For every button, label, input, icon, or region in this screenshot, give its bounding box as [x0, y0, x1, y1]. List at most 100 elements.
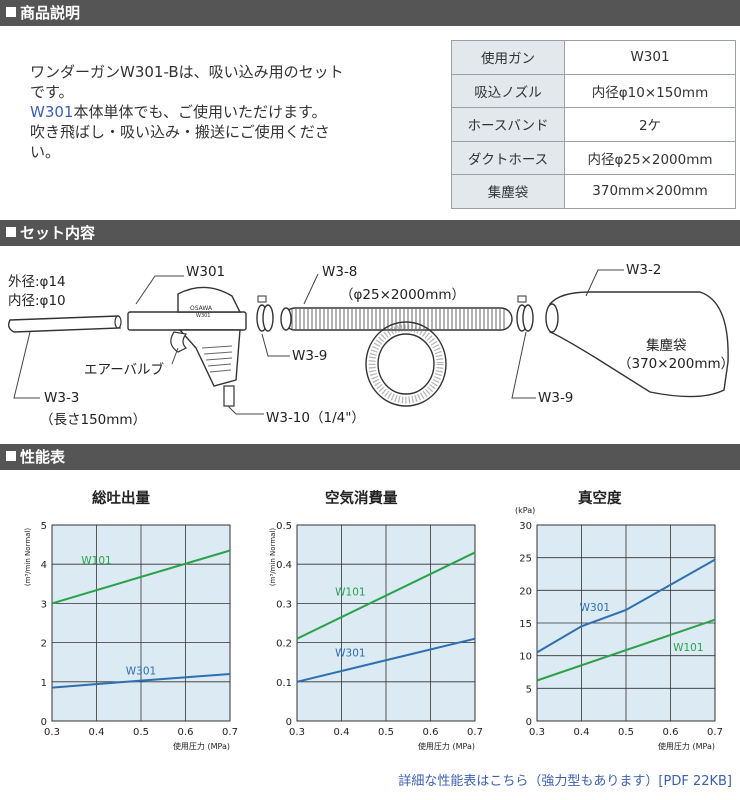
x-tick-label: 0.7 — [222, 727, 238, 738]
y-tick-label: 0.5 — [276, 521, 292, 532]
series-line-w101 — [51, 549, 231, 605]
gun-w301: OSAWA W301 — [127, 286, 247, 407]
square-bullet-icon — [6, 7, 16, 17]
spec-value: 370mm×200mm — [564, 174, 736, 209]
description-text: 本体単体でも、ご使用いただけます。 — [73, 103, 327, 121]
w301-link[interactable]: W301 — [30, 103, 74, 121]
series-line-w101 — [296, 551, 476, 640]
spec-value: W301 — [564, 40, 736, 75]
diagram-svg: OSAWA W301 — [7, 269, 729, 415]
description-line: い。 — [30, 143, 61, 161]
label-bag-size: （370×200mm） — [618, 356, 735, 372]
x-tick-label: 0.6 — [423, 727, 439, 738]
y-tick-label: 0.2 — [276, 639, 292, 650]
clamp-w3-9-right — [516, 295, 534, 332]
x-tick-label: 0.6 — [663, 727, 679, 738]
spec-value: 内径φ10×150mm — [564, 73, 736, 108]
y-tick-label: 1 — [41, 678, 47, 689]
y-axis-label: (kPa) — [515, 506, 535, 515]
description-line: W301本体単体でも、ご使用いただけます。 — [30, 102, 425, 122]
y-tick-label: 0.3 — [276, 599, 292, 610]
label-w3-8-size: （φ25×2000mm） — [340, 287, 466, 303]
section-header-description: 商品説明 — [0, 0, 740, 26]
label-w3-8: W3-8 — [322, 264, 358, 280]
x-axis-label: 使用圧力 (MPa) — [658, 741, 715, 751]
gun-brand-text: OSAWA — [190, 305, 213, 312]
spec-value: 内径φ25×2000mm — [564, 140, 736, 175]
label-w3-10: W3-10（1/4"） — [266, 410, 365, 426]
y-tick-label: 20 — [519, 586, 532, 597]
series-label-w301: W301 — [126, 666, 156, 678]
y-tick-label: 0 — [286, 717, 292, 728]
description-line: です。 — [30, 83, 74, 101]
set-contents-diagram: OSAWA W301 — [0, 252, 740, 432]
y-tick-label: 25 — [519, 554, 532, 565]
label-air-valve: エアーバルブ — [84, 362, 165, 378]
series-label-w101: W101 — [335, 587, 365, 599]
x-axis-label: 使用圧力 (MPa) — [418, 741, 475, 751]
series-label-w301: W301 — [580, 602, 610, 614]
dust-bag-w3-2 — [545, 291, 729, 398]
series-line-w301 — [536, 558, 716, 654]
x-tick-label: 0.5 — [618, 727, 634, 738]
hose-w3-8 — [280, 307, 513, 407]
square-bullet-icon — [6, 227, 16, 237]
x-tick-label: 0.3 — [44, 727, 60, 738]
y-tick-label: 5 — [526, 684, 532, 695]
series-label-w101: W101 — [673, 642, 703, 654]
x-tick-label: 0.7 — [707, 727, 723, 738]
y-tick-label: 0.4 — [276, 560, 292, 571]
spec-row: 吸込ノズル内径φ10×150mm — [451, 73, 736, 108]
section-header-performance: 性能表 — [0, 444, 740, 470]
chart-title: 真空度 — [578, 491, 622, 507]
x-tick-label: 0.7 — [467, 727, 483, 738]
nozzle-w3-3 — [7, 315, 122, 333]
section-header-set: セット内容 — [0, 220, 740, 246]
x-tick-label: 0.3 — [289, 727, 305, 738]
x-tick-label: 0.4 — [574, 727, 590, 738]
series-label-w101: W101 — [81, 555, 111, 567]
square-bullet-icon — [6, 451, 16, 461]
label-w3-3-length: （長さ150mm） — [40, 412, 147, 428]
chart-title: 総吐出量 — [92, 491, 150, 507]
x-tick-label: 0.5 — [378, 727, 394, 738]
y-tick-label: 0.1 — [276, 678, 292, 689]
x-tick-label: 0.4 — [89, 727, 105, 738]
spec-value: 2ケ — [564, 107, 736, 142]
y-tick-label: 3 — [41, 599, 47, 610]
x-tick-label: 0.3 — [529, 727, 545, 738]
label-outer-diameter: 外径:φ14 — [8, 274, 66, 290]
label-w301: W301 — [186, 264, 226, 280]
series-line-w301 — [51, 672, 231, 689]
description-line: ワンダーガンW301-Bは、吸い込み用のセット — [30, 63, 344, 81]
label-w3-9-right: W3-9 — [538, 390, 574, 406]
y-tick-label: 0 — [526, 717, 532, 728]
y-tick-label: 4 — [41, 560, 47, 571]
spec-key: 使用ガン — [451, 40, 565, 75]
y-axis-label: (m³/min Normal) — [24, 528, 32, 586]
gun-model-text: W301 — [196, 313, 211, 319]
leader-lines — [13, 269, 624, 415]
product-description: ワンダーガンW301-Bは、吸い込み用のセット です。 W301本体単体でも、ご… — [30, 62, 425, 162]
description-line: 吹き飛ばし・吸い込み・搬送にご使用くださ — [30, 123, 330, 141]
pdf-detail-link[interactable]: 詳細な性能表はこちら（強力型もあります）[PDF 22KB] — [398, 774, 732, 789]
section-title: 商品説明 — [20, 4, 81, 22]
spec-key: ダクトホース — [451, 140, 565, 175]
label-w3-2: W3-2 — [626, 262, 662, 278]
spec-key: 吸込ノズル — [451, 73, 565, 108]
label-w3-3: W3-3 — [44, 390, 80, 406]
section-title: 性能表 — [20, 448, 66, 466]
label-w3-9-left: W3-9 — [292, 348, 328, 364]
x-tick-label: 0.6 — [178, 727, 194, 738]
y-tick-label: 15 — [519, 619, 532, 630]
y-tick-label: 0 — [41, 717, 47, 728]
label-bag: 集塵袋 — [646, 338, 687, 354]
